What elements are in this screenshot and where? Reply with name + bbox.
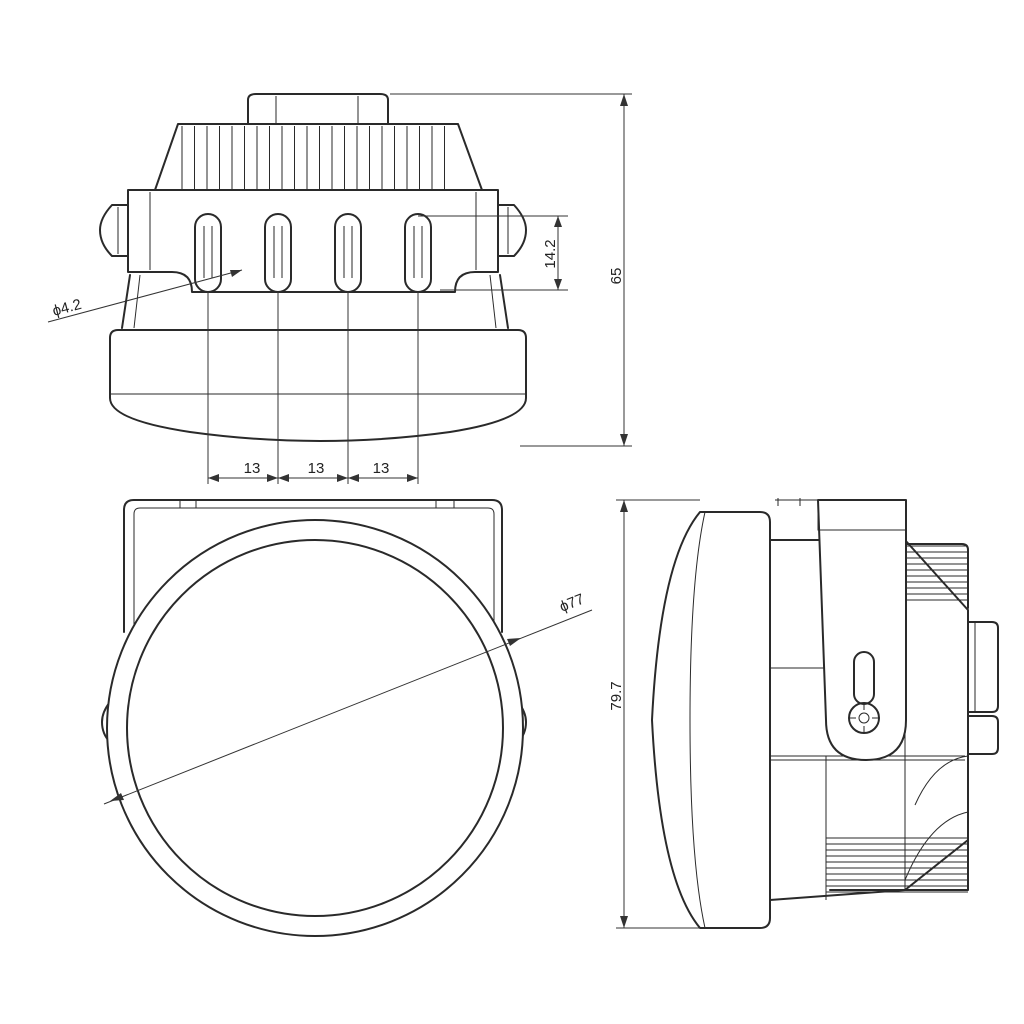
side-view [651, 498, 999, 929]
adjust-knob-left [99, 204, 129, 257]
dim-slot-length: 14.2 [542, 239, 559, 268]
side-lens [651, 511, 771, 929]
lens-outer-ring [106, 519, 524, 937]
mount-slot [264, 213, 292, 293]
side-heat-sink-fins [826, 543, 969, 893]
dim-slot-pitch-3: 13 [373, 460, 390, 477]
mount-bracket [127, 189, 499, 293]
dim-slot-diameter: ϕ4.2 [51, 296, 84, 320]
side-fin-outline-top [905, 543, 969, 609]
top-view-dimensions: 65 14.2 ϕ4.2 13 13 13 [47, 93, 632, 484]
front-knob-left [101, 701, 111, 743]
side-mount-arm [817, 499, 907, 761]
connector-upper [967, 621, 999, 713]
top-view [99, 93, 527, 442]
mount-slot [404, 213, 432, 293]
adjust-screw [848, 702, 880, 734]
lens-inner-ring [126, 539, 504, 917]
lens-body [109, 329, 527, 442]
mount-slots [194, 213, 432, 293]
top-cap [247, 93, 389, 125]
front-view [101, 499, 527, 937]
heat-sink-fins [181, 126, 445, 190]
side-view-dimensions: 79.7 [608, 499, 700, 929]
dim-side-height: 79.7 [608, 681, 625, 710]
mount-slot [194, 213, 222, 293]
front-bracket [123, 499, 503, 633]
adjust-knob-right [497, 204, 527, 257]
dim-total-height: 65 [608, 268, 625, 285]
mount-slot [334, 213, 362, 293]
connector-lower [967, 715, 999, 755]
dim-slot-pitch-2: 13 [308, 460, 325, 477]
side-fin-outline-bottom [829, 835, 969, 891]
heat-sink [154, 123, 483, 191]
dim-lens-diameter: ϕ77 [557, 591, 587, 616]
dim-slot-pitch-1: 13 [244, 460, 261, 477]
